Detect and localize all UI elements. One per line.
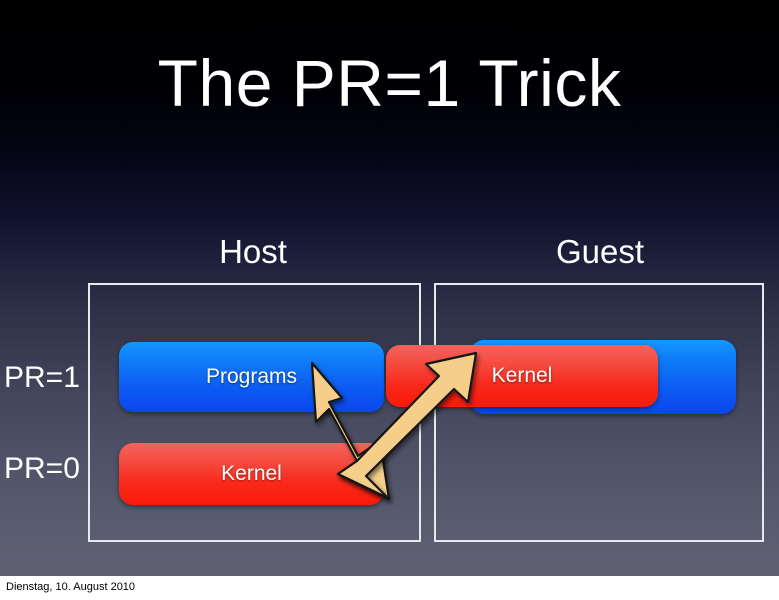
host-programs-box: Programs bbox=[119, 342, 384, 412]
column-heading-guest: Guest bbox=[555, 233, 645, 270]
privilege-label-pr1: PR=1 bbox=[4, 361, 80, 394]
page-title: The PR=1 Trick bbox=[157, 46, 622, 120]
footer-bar bbox=[0, 576, 779, 600]
privilege-label-pr0: PR=0 bbox=[4, 452, 80, 485]
guest-kernel-box: Kernel bbox=[386, 345, 658, 407]
column-heading-host: Host bbox=[219, 233, 287, 270]
host-kernel-box: Kernel bbox=[119, 443, 384, 505]
footer-date: Dienstag, 10. August 2010 bbox=[6, 581, 136, 593]
slide-canvas: The PR=1 Trick Host Guest PR=1 PR=0 Prog… bbox=[0, 0, 779, 576]
